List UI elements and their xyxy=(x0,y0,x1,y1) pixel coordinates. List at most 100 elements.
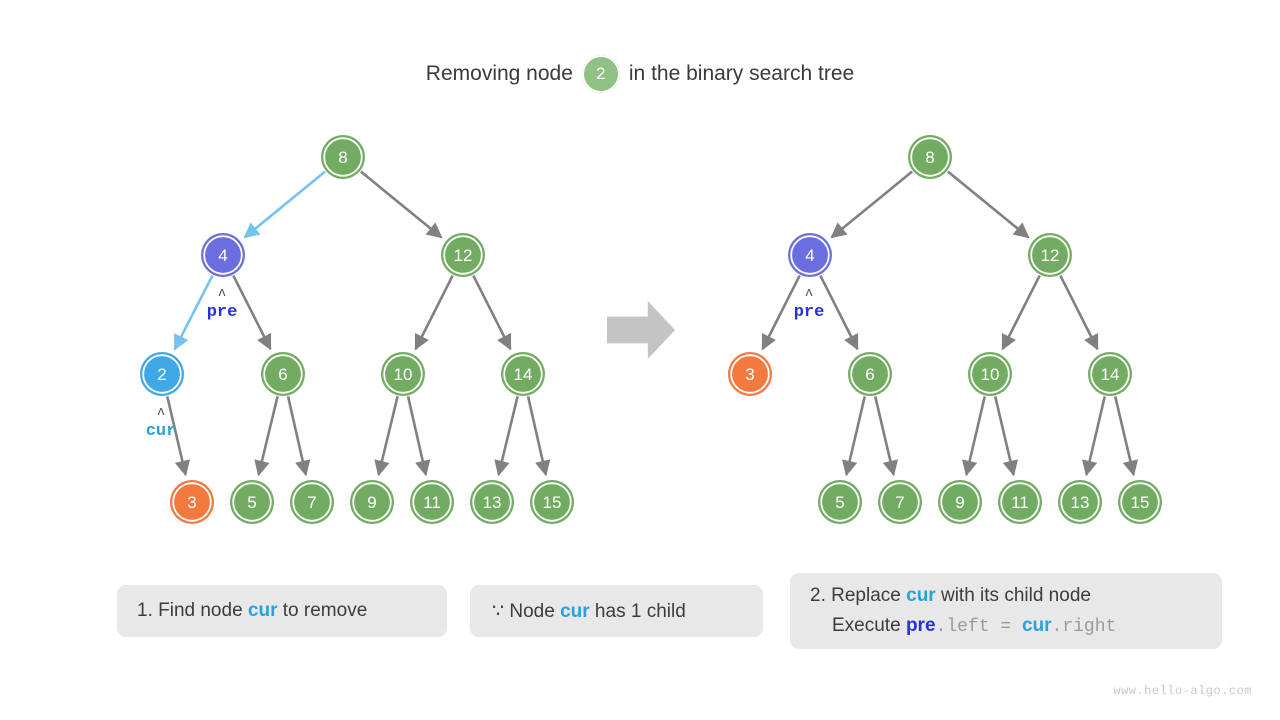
caption-3-line1-prefix: 2. Replace xyxy=(810,584,907,606)
tree-edge xyxy=(761,274,801,351)
tree-edge xyxy=(173,274,214,351)
caption-3-line2-mid: .left = xyxy=(935,616,1022,637)
tree-node-value: 7 xyxy=(307,493,316,512)
tree-edge xyxy=(254,396,279,477)
tree-node-value: 13 xyxy=(483,493,502,512)
caption-3-line1-suffix: with its child node xyxy=(935,584,1091,606)
tree-node-value: 3 xyxy=(745,365,754,384)
tree-node-value: 15 xyxy=(543,493,562,512)
caption-1-prefix: 1. Find node xyxy=(137,600,248,621)
tree-node[interactable]: 11 xyxy=(410,480,454,524)
tree-edge xyxy=(374,396,399,477)
caption-3-line2-tail: .right xyxy=(1051,616,1117,637)
caption-2-keyword-cur: cur xyxy=(560,600,590,622)
tree-node[interactable]: 7 xyxy=(878,480,922,524)
tree-node-value: 12 xyxy=(1041,246,1060,265)
tree-edge xyxy=(946,170,1030,239)
pointer-caret-icon: ʌ xyxy=(157,404,165,419)
tree-edge xyxy=(819,274,859,351)
tree-node-value: 2 xyxy=(157,365,166,384)
tree-edge xyxy=(841,396,867,477)
tree-node[interactable]: 10 xyxy=(968,352,1012,396)
tree-node[interactable]: 8 xyxy=(908,135,952,179)
tree-node-value: 8 xyxy=(925,148,934,167)
tree-node-value: 14 xyxy=(1101,365,1120,384)
tree-node[interactable]: 7 xyxy=(290,480,334,524)
tree-node-value: 11 xyxy=(1011,493,1029,512)
tree-node[interactable]: 12 xyxy=(441,233,485,277)
tree-node[interactable]: 11 xyxy=(998,480,1042,524)
tree-edge xyxy=(359,170,443,239)
tree-edge xyxy=(1001,274,1041,351)
tree-node[interactable]: 6 xyxy=(848,352,892,396)
site-watermark: www.hello-algo.com xyxy=(1113,684,1252,698)
tree-node[interactable]: 14 xyxy=(1088,352,1132,396)
tree-node[interactable]: 9 xyxy=(938,480,982,524)
tree-edge xyxy=(406,396,431,477)
tree-node[interactable]: 13 xyxy=(470,480,514,524)
tree-edge xyxy=(1081,396,1107,477)
tree-node[interactable]: 5 xyxy=(818,480,862,524)
tree-node[interactable]: 8 xyxy=(321,135,365,179)
tree-node-value: 4 xyxy=(805,246,814,265)
tree-node-value: 3 xyxy=(187,493,196,512)
tree-node-value: 11 xyxy=(423,493,441,512)
tree-node[interactable]: 3 xyxy=(170,480,214,524)
tree-node-value: 12 xyxy=(454,246,473,265)
caption-1-suffix: to remove xyxy=(277,600,368,621)
pointer-caret-icon: ʌ xyxy=(218,285,226,300)
tree-edge xyxy=(494,396,519,477)
pointer-label-cur: cur xyxy=(146,422,177,441)
step-arrow-icon xyxy=(607,301,675,359)
caption-2-prefix: ∵ Node xyxy=(492,600,561,622)
tree-node[interactable]: 4 xyxy=(788,233,832,277)
tree-node[interactable]: 15 xyxy=(1118,480,1162,524)
tree-node[interactable]: 9 xyxy=(350,480,394,524)
tree-node[interactable]: 10 xyxy=(381,352,425,396)
tree-edge xyxy=(414,274,454,351)
tree-node[interactable]: 5 xyxy=(230,480,274,524)
tree-edge xyxy=(873,396,899,477)
tree-node-value: 10 xyxy=(981,365,1000,384)
after-removal-tree: 8 4 12 3 6 10 14 5 7 9 11 13 15 ʌ pre xyxy=(728,135,1162,524)
caption-2-suffix: has 1 child xyxy=(589,600,686,622)
tree-node[interactable]: 14 xyxy=(501,352,545,396)
pointer-caret-icon: ʌ xyxy=(805,285,813,300)
caption-3-line2-keyword-cur: cur xyxy=(1021,614,1052,636)
tree-node[interactable]: 13 xyxy=(1058,480,1102,524)
tree-node-value: 10 xyxy=(394,365,413,384)
tree-node[interactable]: 3 xyxy=(728,352,772,396)
caption-one-child: ∵ Node cur has 1 child xyxy=(470,585,763,637)
tree-node-value: 13 xyxy=(1071,493,1090,512)
title-suffix: in the binary search tree xyxy=(628,62,855,85)
tree-edge xyxy=(232,274,272,351)
tree-edge xyxy=(165,396,191,477)
caption-1-keyword-cur: cur xyxy=(247,600,278,621)
tree-edge xyxy=(830,170,914,239)
caption-3-line2-keyword-pre: pre xyxy=(905,614,936,636)
tree-node-value: 15 xyxy=(1131,493,1150,512)
tree-node-value: 9 xyxy=(367,493,376,512)
tree-node[interactable]: 15 xyxy=(530,480,574,524)
tree-node[interactable]: 6 xyxy=(261,352,305,396)
tree-edge xyxy=(472,274,512,351)
tree-node[interactable]: 4 xyxy=(201,233,245,277)
tree-node-value: 6 xyxy=(865,365,874,384)
tree-edge xyxy=(1113,396,1139,477)
tree-node[interactable]: 2 xyxy=(140,352,184,396)
tree-node-value: 14 xyxy=(514,365,533,384)
caption-3-line2-prefix: Execute xyxy=(832,614,906,636)
step-arrow xyxy=(607,301,675,359)
tree-node-value: 4 xyxy=(218,246,227,265)
tree-node[interactable]: 12 xyxy=(1028,233,1072,277)
tree-edge xyxy=(526,396,551,477)
tree-node-value: 6 xyxy=(278,365,287,384)
tree-node-value: 8 xyxy=(338,148,347,167)
caption-replace-node: 2. Replace cur with its child node Execu… xyxy=(790,573,1222,649)
pointer-label-pre: pre xyxy=(794,303,825,322)
title-node-badge: 2 xyxy=(581,55,620,93)
tree-edge xyxy=(993,396,1019,477)
tree-node-value: 7 xyxy=(895,493,904,512)
